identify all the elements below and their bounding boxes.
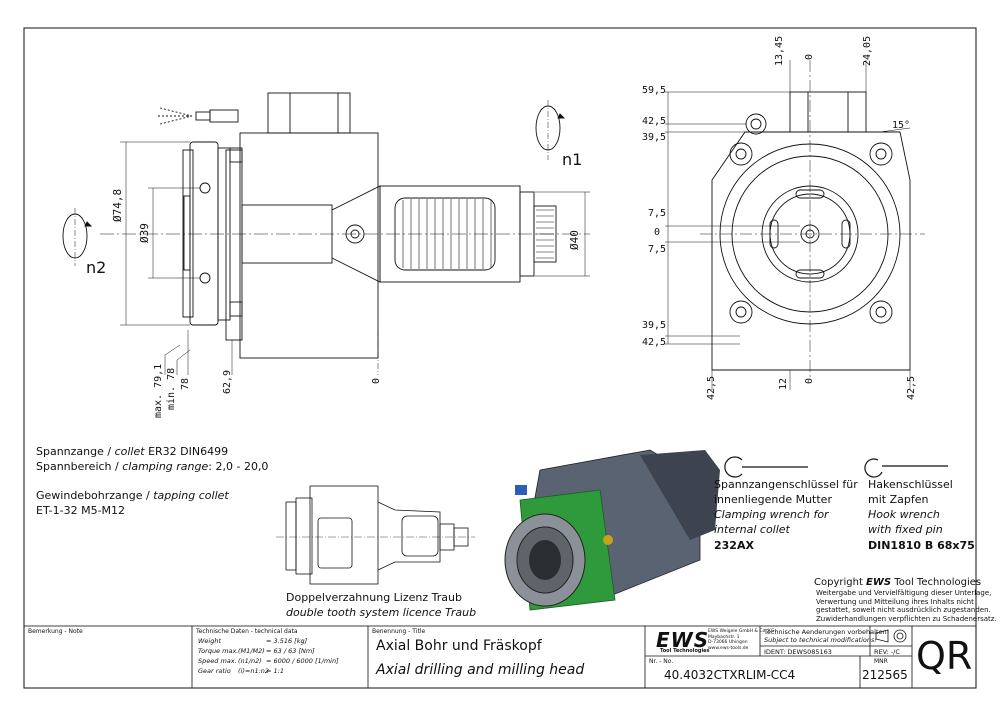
dim-top-2405: 24,05 bbox=[862, 35, 873, 66]
dim-left: 39,5 bbox=[642, 320, 667, 331]
dim-left: 7,5 bbox=[648, 244, 667, 255]
wrench2-code: DIN1810 B 68x75 bbox=[868, 539, 975, 552]
tech-row-unit: (M1/M2) bbox=[238, 647, 265, 655]
front-view bbox=[665, 60, 925, 390]
title-block-lines bbox=[23, 625, 977, 689]
projection-symbol-icon bbox=[875, 629, 907, 643]
wrench1-en1: Clamping wrench for bbox=[714, 508, 829, 521]
note-collet: Spannzange / collet ER32 DIN6499 bbox=[36, 445, 229, 458]
note-tapping-collet: Gewindebohrzange / tapping collet bbox=[36, 489, 229, 502]
remarks-label: Bemerkung - Note bbox=[28, 628, 83, 635]
dim-bottom: 12 bbox=[778, 377, 789, 390]
tech-row-value: = 6000 / 6000 [1/min] bbox=[266, 657, 339, 665]
tech-row-unit: (i)=n1:n2 bbox=[238, 667, 270, 675]
tech-row-value: = 63 / 63 [Nm] bbox=[266, 647, 315, 655]
dim-left: 42,5 bbox=[642, 116, 667, 127]
dim-max: max. 79,1 bbox=[153, 363, 164, 418]
mnr-number: 212565 bbox=[862, 668, 908, 682]
qr-label: QR bbox=[916, 634, 973, 678]
wrench2-en1: Hook wrench bbox=[868, 508, 940, 521]
dim-78: 78 bbox=[180, 377, 191, 390]
dim-left: 42,5 bbox=[642, 337, 667, 348]
tech-row-unit: (n1/n2) bbox=[238, 657, 262, 665]
wrench1-de1: Spannzangenschlüssel für bbox=[714, 478, 858, 491]
dim-d40: Ø40 bbox=[568, 230, 581, 250]
wrench2-de2: mit Zapfen bbox=[868, 493, 929, 506]
ident: IDENT: DEWS085163 bbox=[764, 648, 832, 656]
wrench1-code: 232AX bbox=[714, 539, 754, 552]
dim-min: min. 78 bbox=[166, 367, 177, 410]
label-n2: n2 bbox=[86, 258, 107, 277]
title-label: Benennung - Title bbox=[372, 628, 426, 635]
dim-side-0: 0 bbox=[371, 377, 382, 384]
dim-d748: Ø74,8 bbox=[111, 188, 124, 222]
dim-left: 7,5 bbox=[648, 208, 667, 219]
tech-row-value: = 3.516 [kg] bbox=[266, 637, 308, 645]
side-view bbox=[62, 92, 590, 375]
rev: REV: -/C bbox=[874, 648, 900, 656]
techdata-label: Technische Daten - technical data bbox=[196, 628, 298, 635]
wrench-icons bbox=[724, 456, 948, 478]
dim-left: 0 bbox=[654, 227, 661, 238]
mnr-label: MNR bbox=[874, 658, 888, 665]
tech-row: Speed max. bbox=[198, 657, 237, 665]
change-note-de: Technische Aenderungen vorbehalten! bbox=[764, 628, 890, 636]
wrench2-de1: Hakenschlüssel bbox=[868, 478, 953, 491]
licence-de: Doppelverzahnung Lizenz Traub bbox=[286, 591, 462, 604]
dim-top-0: 0 bbox=[804, 53, 815, 60]
dim-bottom: 42,5 bbox=[906, 375, 917, 400]
tech-row-value: = 1:1 bbox=[266, 667, 284, 675]
dim-top-1345: 13,45 bbox=[774, 35, 785, 66]
licence-en: double tooth system licence Traub bbox=[286, 606, 477, 619]
ews-logo-sub: Tool Technologies bbox=[660, 648, 710, 654]
3d-render bbox=[504, 449, 720, 611]
dim-bottom: 0 bbox=[804, 377, 815, 384]
tech-row: Weight bbox=[198, 637, 222, 645]
nr-label: Nr. - No. bbox=[649, 658, 674, 665]
note-tapping-spec: ET-1-32 M5-M12 bbox=[36, 504, 126, 517]
dim-d39: Ø39 bbox=[138, 223, 151, 243]
title-de: Axial Bohr und Fräskopf bbox=[376, 638, 542, 654]
company-address: EWS Weigele GmbH & Co. KG Maybachstr. 1 … bbox=[708, 629, 775, 651]
note-clamping-range: Spannbereich / clamping range: 2,0 - 20,… bbox=[36, 460, 269, 473]
copyright-heading: Copyright EWS Tool Technologies bbox=[814, 577, 982, 588]
wrench1-de2: innenliegende Mutter bbox=[714, 493, 832, 506]
ews-logo: EWS bbox=[656, 628, 710, 652]
tech-row: Gear ratio bbox=[198, 667, 231, 675]
label-n1: n1 bbox=[562, 150, 583, 169]
dim-angle: 15° bbox=[892, 120, 911, 131]
wrench2-en2: with fixed pin bbox=[868, 523, 943, 536]
drawing-number: 40.4032CTXRLIM-CC4 bbox=[664, 668, 796, 682]
section-view bbox=[276, 485, 475, 585]
title-en: Axial drilling and milling head bbox=[376, 662, 585, 678]
change-note-en: Subject to technical modifications! bbox=[764, 636, 877, 644]
wrench1-en2: internal collet bbox=[714, 523, 790, 536]
dim-left: 39,5 bbox=[642, 132, 667, 143]
dim-bottom: 42,5 bbox=[706, 375, 717, 400]
dim-629: 62,9 bbox=[222, 369, 233, 394]
dim-left: 59,5 bbox=[642, 85, 667, 96]
copyright-text: Weitergabe und Vervielfältigung dieser U… bbox=[816, 589, 997, 623]
tech-row: Torque max. bbox=[198, 647, 239, 655]
